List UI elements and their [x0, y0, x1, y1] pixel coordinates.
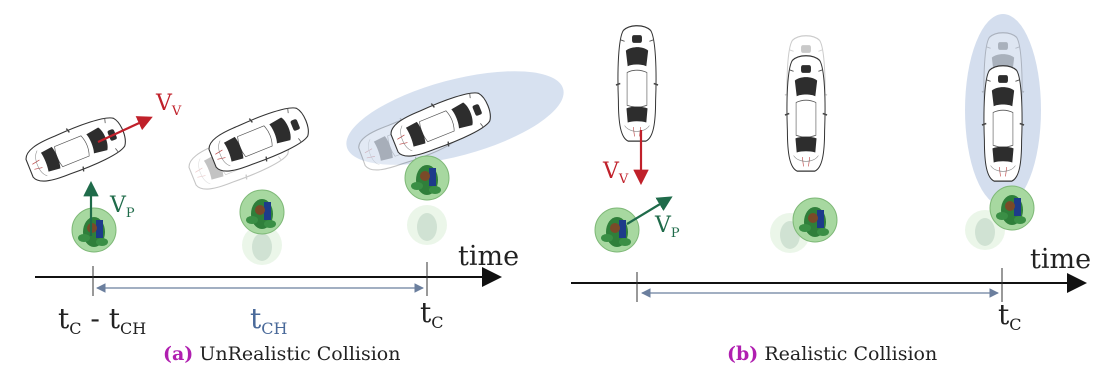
vehicle-b3 [981, 64, 1025, 182]
pedestrian-velocity-arrow-b [626, 196, 673, 225]
pedestrian-velocity-label-b: VP [654, 213, 680, 241]
tick-collision-label-a: tC [420, 296, 444, 332]
panel-b: VV VP time tC [571, 14, 1091, 334]
vehicle-velocity-label-a: VV [155, 91, 182, 119]
pedestrian-a2 [239, 189, 285, 235]
vehicle-b1 [615, 24, 659, 142]
pedestrian-a3 [404, 155, 450, 201]
pedestrian-b3 [989, 185, 1035, 231]
tick-start-label-a: tC - tCH [58, 302, 146, 338]
caption-b-tag: (b) [727, 343, 759, 365]
pedestrian-b2 [792, 197, 838, 243]
pedestrian-b1 [594, 207, 640, 253]
panel-a: VV VP time tC - tCH tCH tC [20, 71, 564, 338]
vehicle-velocity-label-b: VV [602, 159, 629, 187]
time-label-b: time [1030, 244, 1091, 275]
caption-a: (a) UnRealistic Collision [163, 343, 400, 365]
caption-b-text: Realistic Collision [764, 343, 938, 365]
caption-a-tag: (a) [163, 343, 194, 365]
pedestrian-a3-ghost [407, 205, 447, 245]
vehicle-a1 [20, 108, 133, 191]
vehicle-velocity-arrow-a [97, 116, 153, 143]
interval-label-a: tCH [250, 302, 288, 338]
tick-collision-label-b: tC [998, 298, 1022, 334]
time-label-a: time [458, 241, 519, 272]
vehicle-b2 [784, 54, 828, 172]
pedestrian-velocity-label-a: VP [109, 193, 135, 221]
caption-a-text: UnRealistic Collision [199, 343, 401, 365]
caption-b: (b) Realistic Collision [727, 343, 937, 365]
